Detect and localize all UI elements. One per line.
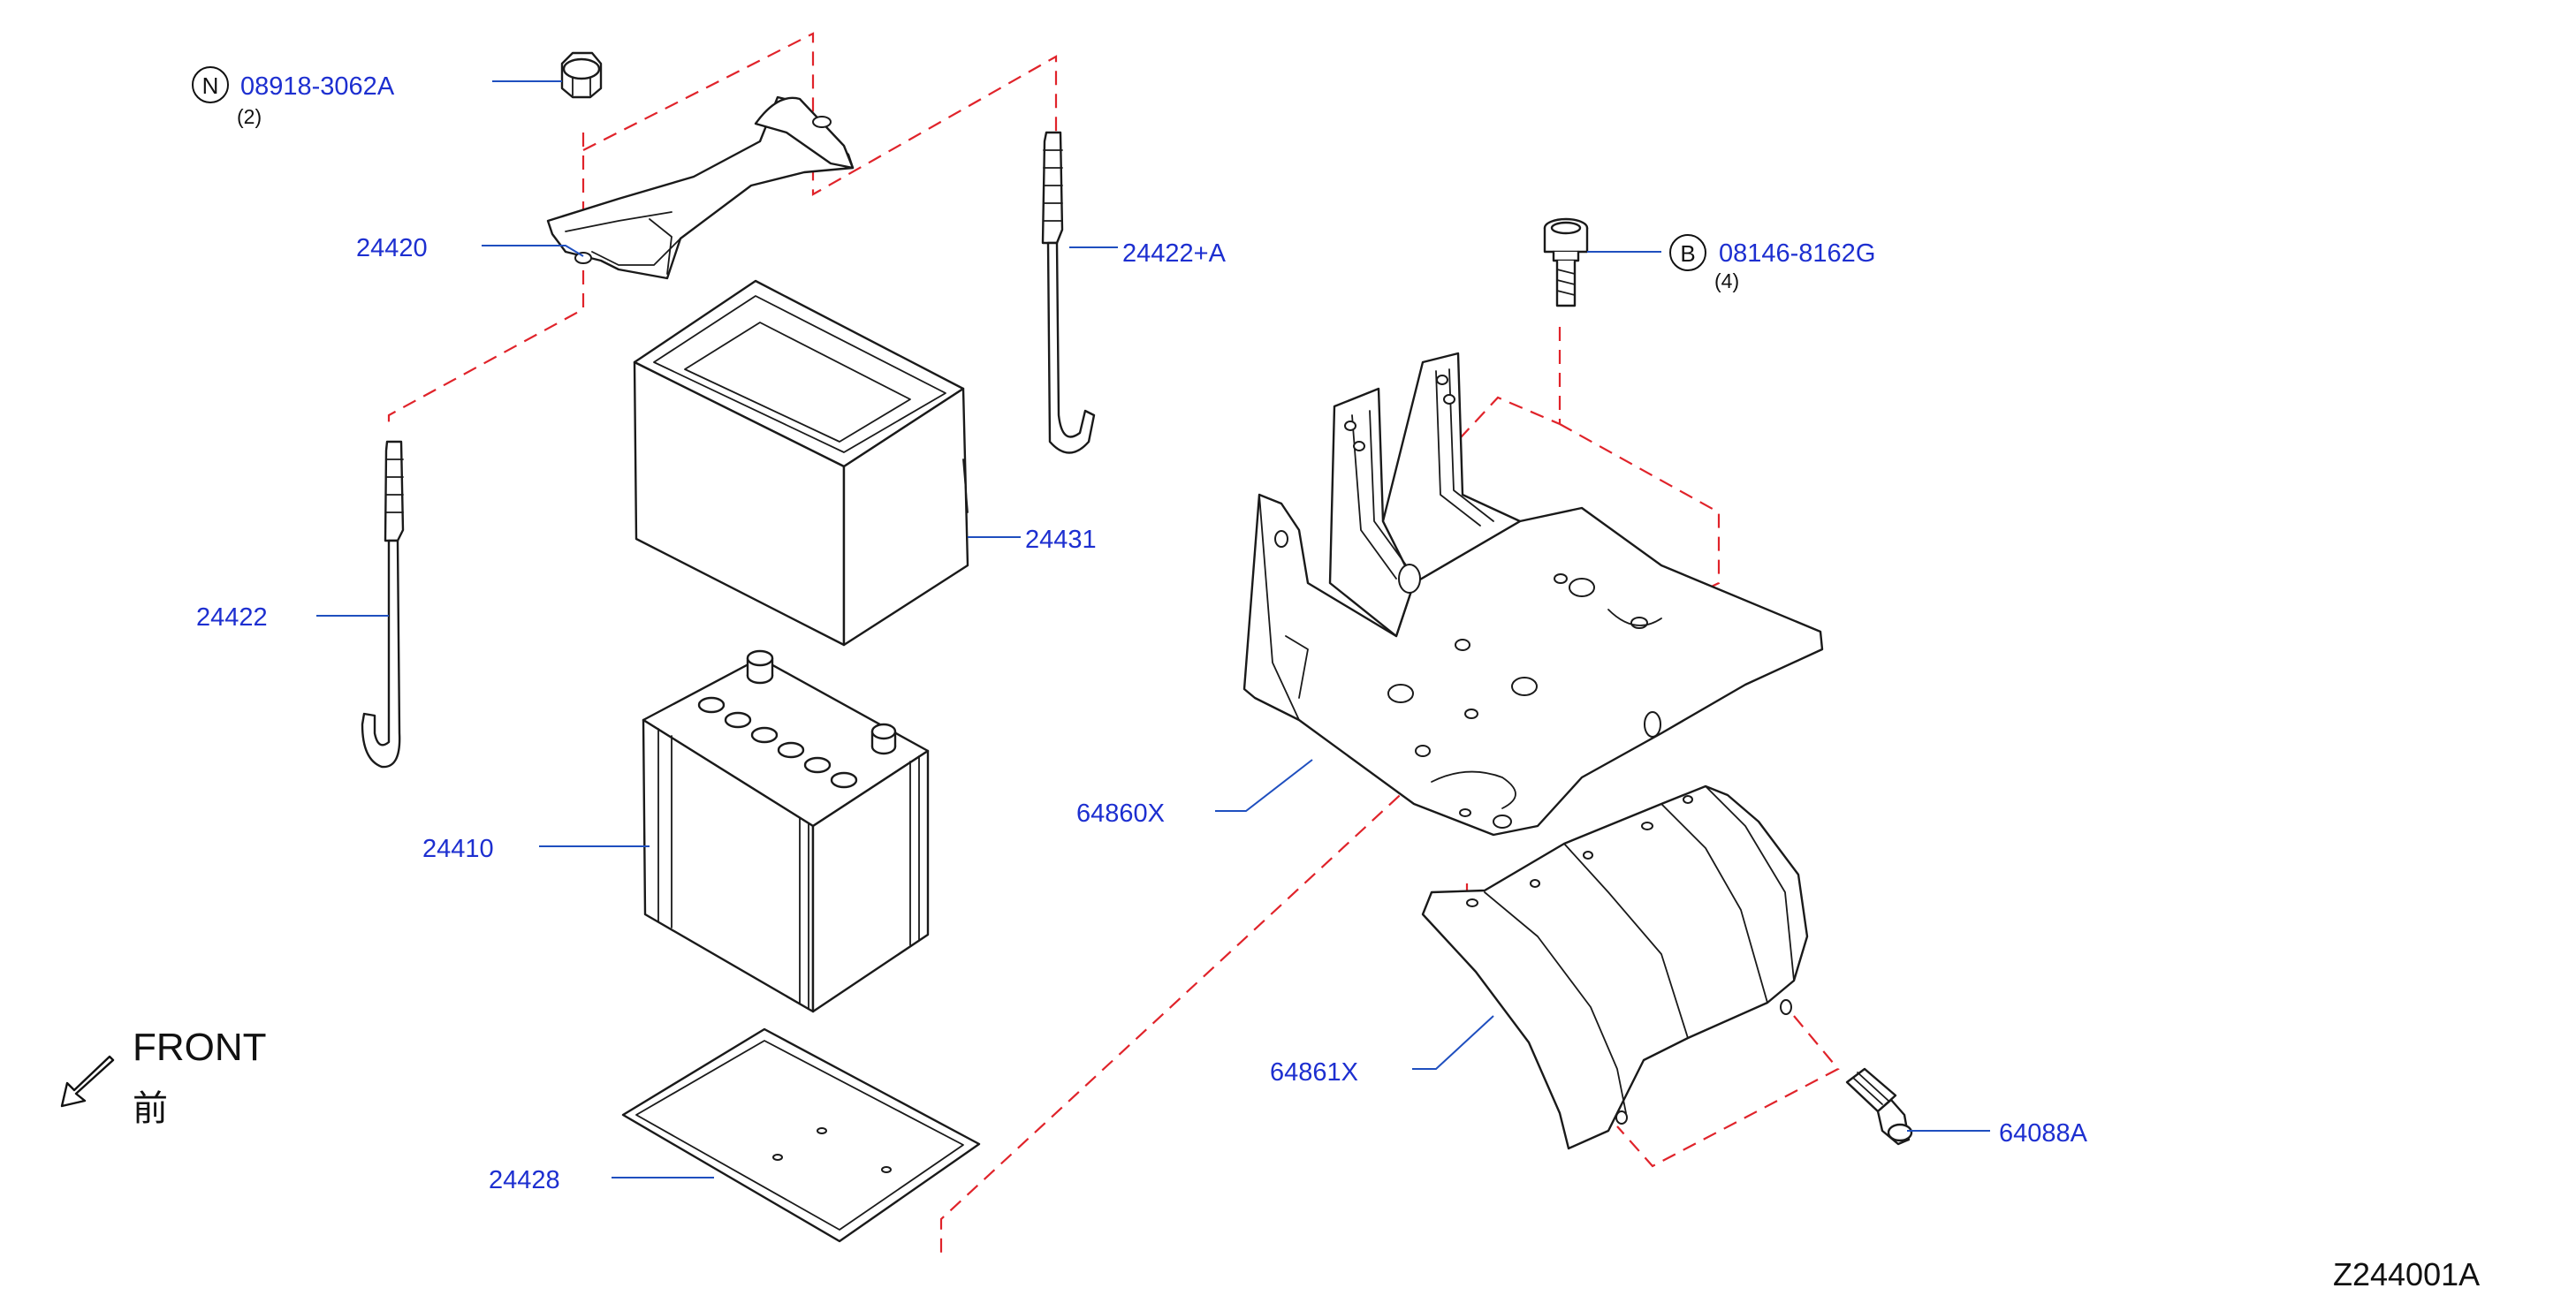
label-frame: 24420 bbox=[356, 234, 428, 262]
bolt-prefix: B bbox=[1680, 240, 1695, 267]
bolt-part-number: 08146-8162G bbox=[1719, 239, 1875, 268]
battery bbox=[642, 649, 930, 1013]
label-cover: 24431 bbox=[1025, 526, 1097, 554]
callout-bolt: B 08146-8162G (4) bbox=[1669, 234, 1875, 292]
battery-tray bbox=[621, 1027, 981, 1243]
front-indicator: FRONT 前 bbox=[60, 1026, 267, 1128]
bracket-guard bbox=[1421, 784, 1809, 1150]
leader-lines bbox=[316, 80, 1990, 1178]
label-guard: 64861X bbox=[1270, 1058, 1358, 1087]
mounting-bolt bbox=[1543, 217, 1589, 307]
bolt-quantity: (4) bbox=[1714, 269, 1739, 292]
guard-screw bbox=[1845, 1067, 1913, 1146]
callout-nut: N 08918-3062A (2) bbox=[192, 66, 395, 128]
battery-cover bbox=[633, 279, 969, 647]
nut-part bbox=[560, 51, 603, 99]
front-label-jp: 前 bbox=[133, 1089, 168, 1128]
label-rod: 24422 bbox=[196, 603, 268, 632]
nut-prefix: N bbox=[202, 72, 219, 99]
battery-bracket bbox=[1242, 352, 1824, 837]
hold-down-frame bbox=[546, 95, 855, 280]
hold-rod bbox=[361, 440, 405, 769]
diagram-code: Z244001A bbox=[2333, 1256, 2480, 1292]
label-battery: 24410 bbox=[422, 835, 494, 863]
label-tray: 24428 bbox=[489, 1166, 560, 1194]
front-arrow-icon bbox=[60, 1055, 115, 1108]
nut-part-number: 08918-3062A bbox=[240, 72, 395, 101]
label-rod-a: 24422+A bbox=[1122, 239, 1227, 268]
hold-rod-a bbox=[1041, 131, 1096, 454]
label-bracket: 64860X bbox=[1076, 799, 1165, 828]
nut-quantity: (2) bbox=[237, 105, 262, 128]
front-label: FRONT bbox=[133, 1026, 267, 1069]
label-screw: 64088A bbox=[1999, 1119, 2088, 1148]
